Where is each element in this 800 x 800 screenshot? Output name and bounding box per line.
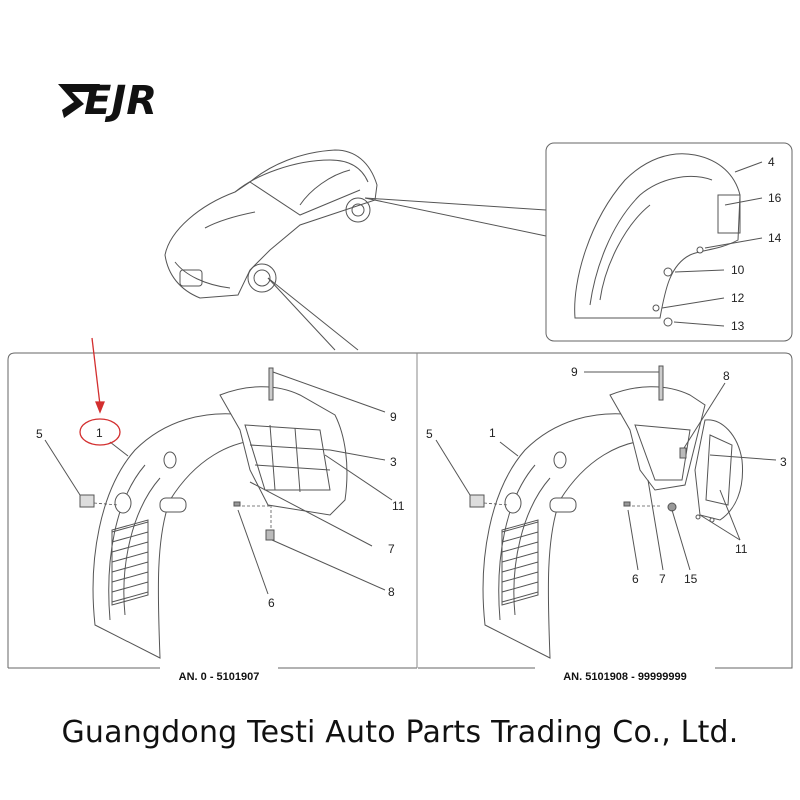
callout-label: 8 xyxy=(723,369,730,383)
logo-text: EJR xyxy=(84,78,157,124)
callout-label: 1 xyxy=(489,426,496,440)
callout-label: 11 xyxy=(392,499,405,513)
callout-label: 6 xyxy=(632,572,639,586)
highlight-arrow xyxy=(91,337,105,414)
car-illustration xyxy=(164,149,378,299)
callout-label: 7 xyxy=(388,542,395,556)
callout-label: 14 xyxy=(768,231,782,245)
variant-caption-right: AN. 5101908 - 99999999 xyxy=(563,671,687,683)
variant-frame xyxy=(7,352,793,669)
callout-label: 7 xyxy=(659,572,666,586)
detail-box: 4 16 14 10 12 13 xyxy=(545,142,793,342)
callout-label: 1 xyxy=(96,426,103,440)
detail-connector xyxy=(267,197,547,351)
callout-label: 6 xyxy=(268,596,275,610)
callout-label: 5 xyxy=(36,427,43,441)
callout-label: 9 xyxy=(390,410,397,424)
callout-label: 10 xyxy=(731,263,745,277)
callout-label: 4 xyxy=(768,155,775,169)
callout-label: 13 xyxy=(731,319,745,333)
callout-label: 8 xyxy=(388,585,395,599)
callout-label: 9 xyxy=(571,365,578,379)
brand-logo: EJR xyxy=(58,78,157,124)
callout-label: 5 xyxy=(426,427,433,441)
highlight-circle xyxy=(79,418,121,446)
variant-caption-left: AN. 0 - 5101907 xyxy=(179,671,260,683)
left-panel: 1 5 9 3 11 7 6 8 AN. 0 - 5101907 xyxy=(36,367,405,683)
callout-label: 12 xyxy=(731,291,745,305)
right-panel: 9 8 5 1 3 11 6 7 15 AN. 5101908 - 999999… xyxy=(426,365,787,683)
callout-label: 3 xyxy=(780,455,787,469)
callout-label: 16 xyxy=(768,191,782,205)
callout-label: 3 xyxy=(390,455,397,469)
callout-label: 11 xyxy=(735,542,748,556)
callout-label: 15 xyxy=(684,572,698,586)
company-name: Guangdong Testi Auto Parts Trading Co., … xyxy=(61,715,739,750)
